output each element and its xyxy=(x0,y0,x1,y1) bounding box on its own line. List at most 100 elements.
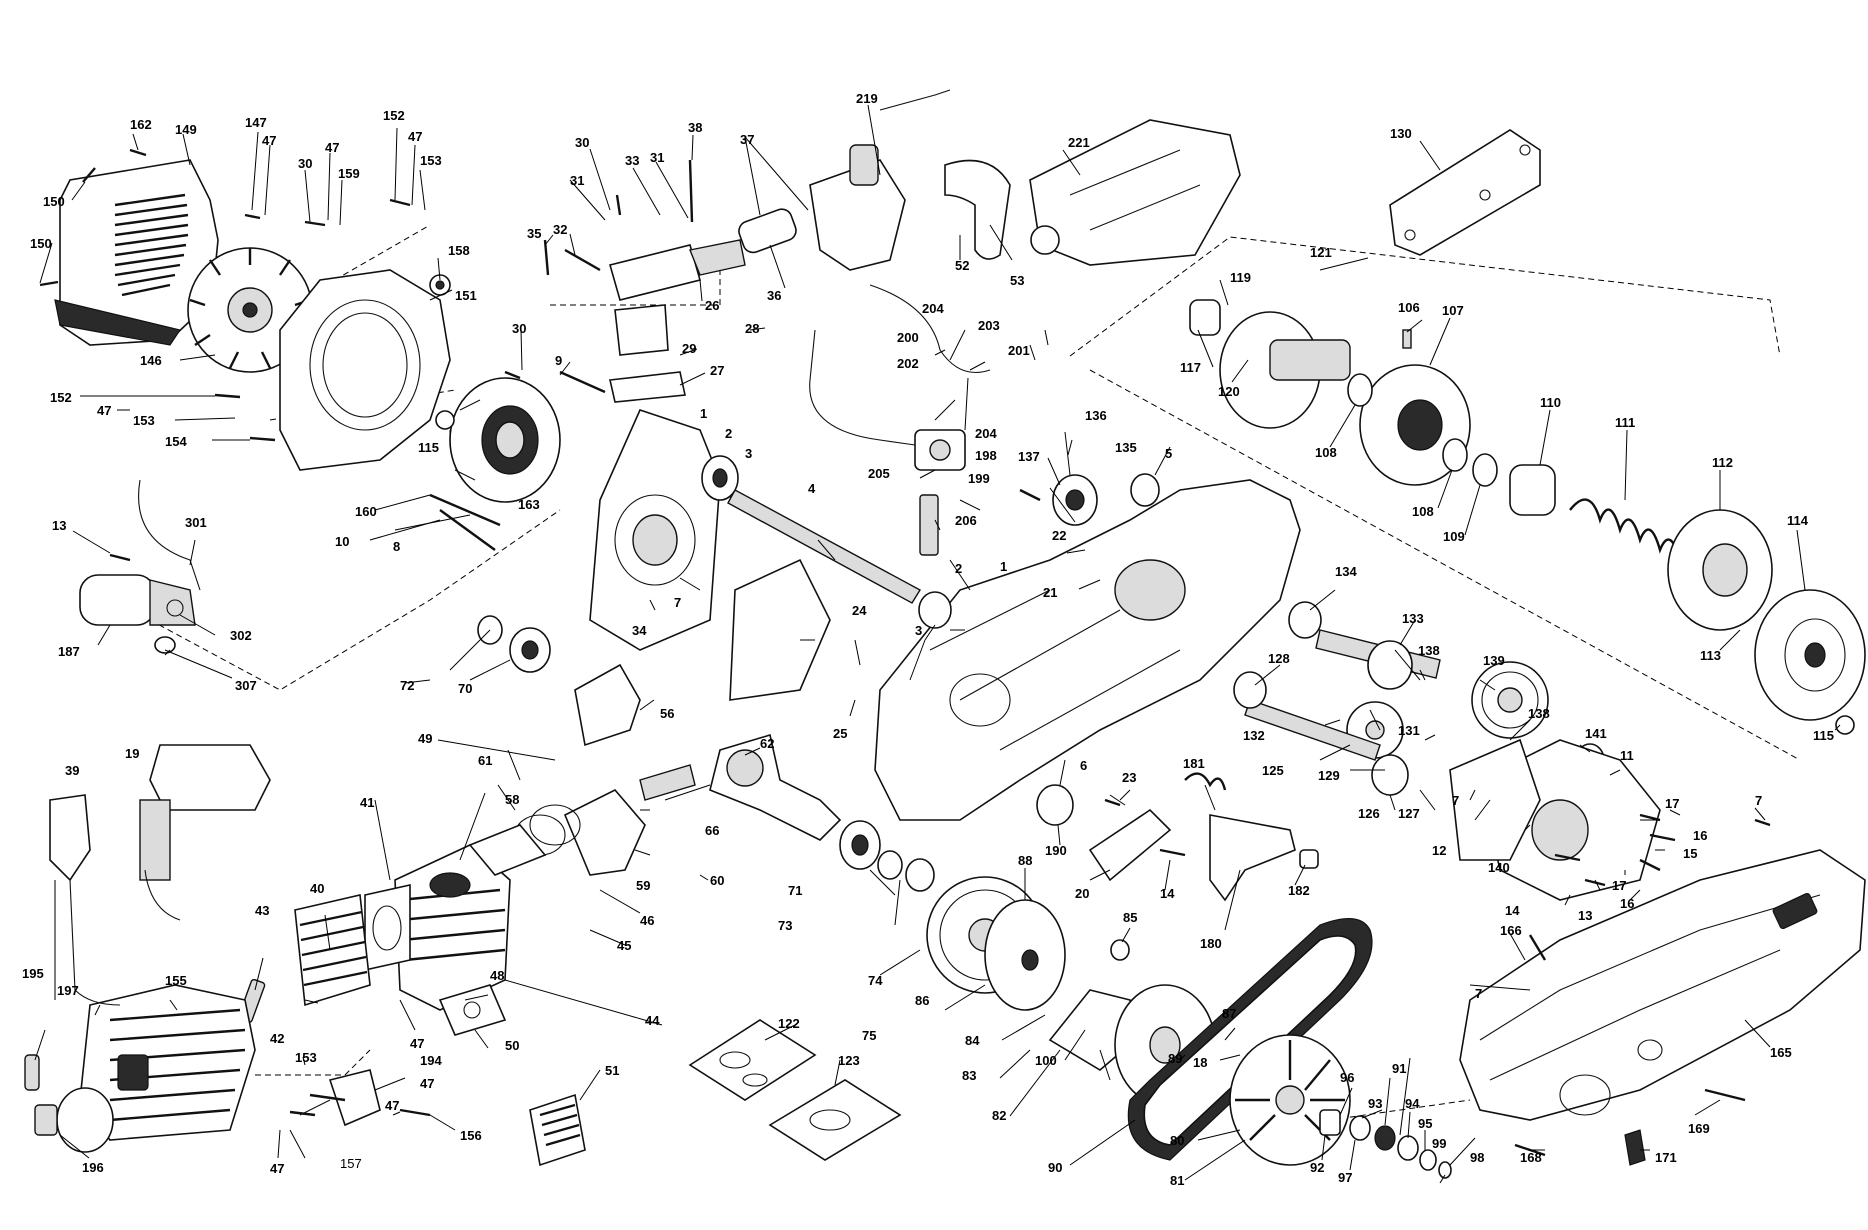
callout-29: 29 xyxy=(682,341,696,356)
gear-139 xyxy=(1471,661,1549,739)
transmission-cover-165 xyxy=(1459,849,1866,1121)
callout-48: 48 xyxy=(490,968,504,983)
callout-44: 44 xyxy=(645,1013,660,1028)
callout-70: 70 xyxy=(458,681,472,696)
callout-158: 158 xyxy=(448,243,470,258)
callout-36: 36 xyxy=(767,288,781,303)
bearing-117 xyxy=(1189,299,1221,336)
callout-58: 58 xyxy=(505,792,519,807)
callout-166: 166 xyxy=(1500,923,1522,938)
callout-152: 152 xyxy=(50,390,72,405)
carburetor-219 xyxy=(809,89,951,271)
callout-110: 110 xyxy=(1540,395,1561,410)
callout-83: 83 xyxy=(962,1068,976,1083)
callout-138: 138 xyxy=(1528,706,1550,721)
plug-195 xyxy=(24,1054,40,1091)
callout-21: 21 xyxy=(1043,585,1057,600)
bearing-2b xyxy=(918,591,952,629)
callout-2: 2 xyxy=(725,426,732,441)
callout-160: 160 xyxy=(355,504,377,519)
callout-128: 128 xyxy=(1268,651,1290,666)
callout-30: 30 xyxy=(512,321,526,336)
callout-181: 181 xyxy=(1183,756,1205,771)
callout-31: 31 xyxy=(650,150,664,165)
piston-58 xyxy=(514,789,646,876)
cylinder-gasket-45 xyxy=(468,824,547,876)
callout-120: 120 xyxy=(1218,384,1240,399)
callout-17: 17 xyxy=(1665,796,1679,811)
cap-196 xyxy=(34,1087,114,1153)
callout-182: 182 xyxy=(1288,883,1310,898)
callout-307: 307 xyxy=(235,678,257,693)
callout-85: 85 xyxy=(1123,910,1137,925)
callout-5: 5 xyxy=(1165,446,1172,461)
callout-96: 96 xyxy=(1340,1070,1354,1085)
callout-114: 114 xyxy=(1787,513,1809,528)
bearing-71 xyxy=(839,820,881,870)
gasket-kit-122 xyxy=(688,1019,817,1101)
callout-203: 203 xyxy=(978,318,1000,333)
callout-66: 66 xyxy=(705,823,719,838)
callout-45: 45 xyxy=(617,938,631,953)
callout-302: 302 xyxy=(230,628,252,643)
kick-lever-180 xyxy=(1209,814,1296,902)
callout-14: 14 xyxy=(1505,903,1520,918)
boot-39 xyxy=(49,794,121,1006)
bearing-135 xyxy=(1052,474,1098,526)
callout-126: 126 xyxy=(1358,806,1380,821)
clutch-plate-121 xyxy=(1219,311,1351,429)
callout-40: 40 xyxy=(310,881,324,896)
seal-73-74 xyxy=(877,850,935,892)
callout-74: 74 xyxy=(868,973,883,988)
cable-301 xyxy=(138,479,201,591)
callout-127: 127 xyxy=(1398,806,1420,821)
head-gasket-41 xyxy=(364,884,411,971)
callout-38: 38 xyxy=(688,120,702,135)
bracket-20 xyxy=(1088,808,1172,882)
assembly-dash-lines xyxy=(149,224,1801,1121)
crank-assembly-62 xyxy=(709,733,842,841)
callout-219: 219 xyxy=(856,91,878,106)
callout-81: 81 xyxy=(1170,1173,1184,1188)
callout-60: 60 xyxy=(710,873,724,888)
callout-108: 108 xyxy=(1315,445,1337,460)
callout-200: 200 xyxy=(897,330,919,345)
callout-3: 3 xyxy=(745,446,752,461)
bushing-182 xyxy=(1299,849,1319,869)
callout-14: 14 xyxy=(1160,886,1175,901)
callout-26: 26 xyxy=(705,298,719,313)
callout-171: 171 xyxy=(1655,1150,1677,1165)
callout-52: 52 xyxy=(955,258,969,273)
callout-16: 16 xyxy=(1620,896,1634,911)
bearing-2 xyxy=(701,455,739,501)
gasket-kit-123 xyxy=(768,1079,902,1161)
fan-housing-151 xyxy=(279,269,451,471)
callout-113: 113 xyxy=(1700,648,1721,663)
callout-numbers: 162 149 150 150 146 147 47 30 47 159 152… xyxy=(22,91,1834,1188)
callout-202: 202 xyxy=(897,356,919,371)
callout-195: 195 xyxy=(22,966,44,981)
callout-30: 30 xyxy=(298,156,312,171)
drive-belt-90 xyxy=(1127,918,1373,1161)
callout-47: 47 xyxy=(262,133,276,148)
callout-97: 97 xyxy=(1338,1170,1352,1185)
callout-136: 136 xyxy=(1085,408,1107,423)
callout-34: 34 xyxy=(632,623,647,638)
callout-92: 92 xyxy=(1310,1160,1324,1175)
carb-rubber-36 xyxy=(738,208,797,254)
ecu-194 xyxy=(299,1069,381,1127)
callout-125: 125 xyxy=(1262,763,1284,778)
callout-107: 107 xyxy=(1442,303,1464,318)
callout-150: 150 xyxy=(43,194,65,209)
callout-12: 12 xyxy=(1432,843,1446,858)
callout-131: 131 xyxy=(1398,723,1420,738)
air-filter-221 xyxy=(1029,119,1241,266)
callout-13: 13 xyxy=(1578,908,1592,923)
callout-153: 153 xyxy=(420,153,442,168)
clutch-112 xyxy=(1667,509,1773,631)
callout-93: 93 xyxy=(1368,1096,1382,1111)
callout-19: 19 xyxy=(125,746,139,761)
callout-1: 1 xyxy=(700,406,707,421)
callout-7: 7 xyxy=(1452,793,1459,808)
